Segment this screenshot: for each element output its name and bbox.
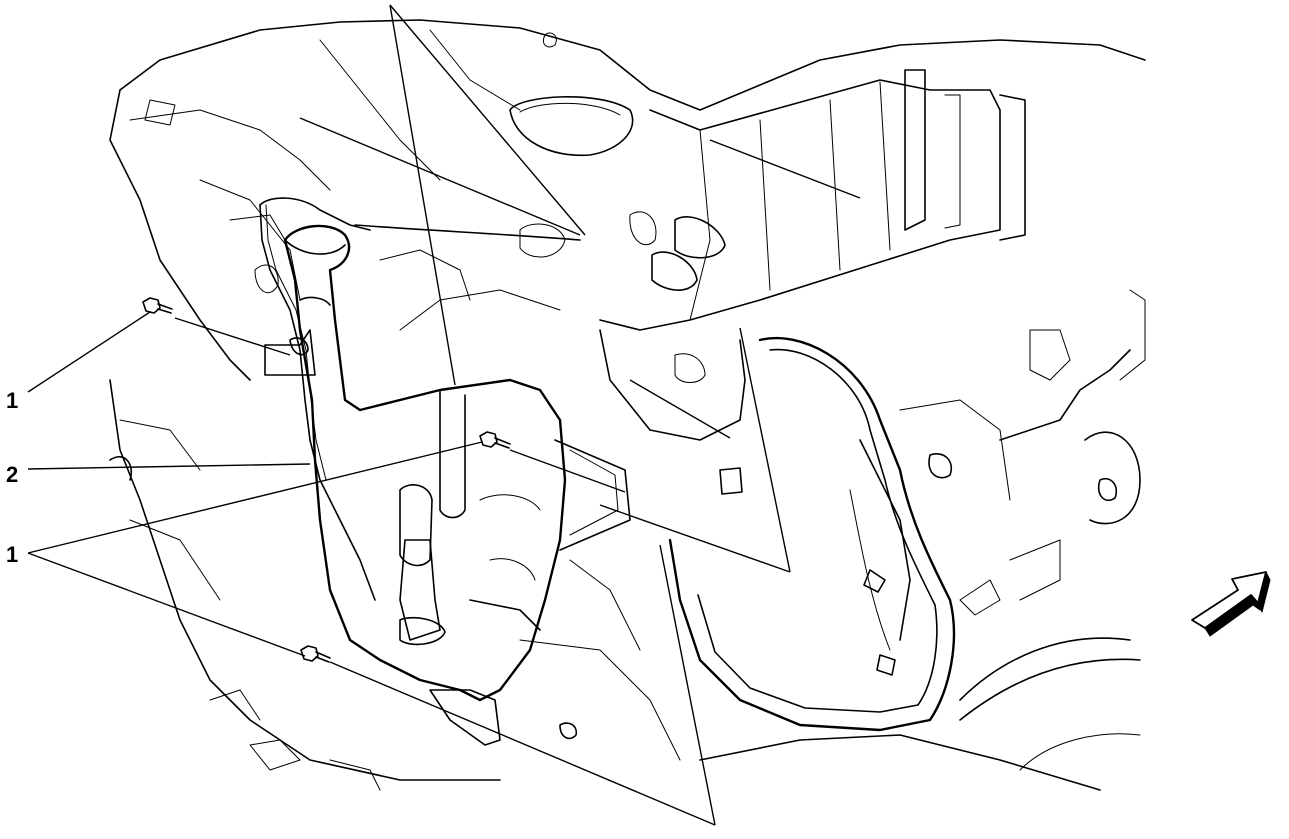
callout-label-bolt: 1: [6, 542, 19, 567]
bolt-center: [479, 431, 511, 449]
callout-label-reservoir: 2: [6, 462, 19, 487]
bolt-lower: [300, 645, 331, 663]
view-reference-lines: [174, 4, 861, 826]
body-structure: [109, 19, 1146, 791]
callout-label-bolt: 1: [6, 388, 19, 413]
mounting-brackets: [264, 329, 631, 551]
callout-leaders: [27, 311, 483, 657]
forward-direction-arrow-icon: [1191, 571, 1271, 637]
bolt-upper-left: [142, 297, 173, 314]
washer-fluid-reservoir: [259, 197, 581, 746]
